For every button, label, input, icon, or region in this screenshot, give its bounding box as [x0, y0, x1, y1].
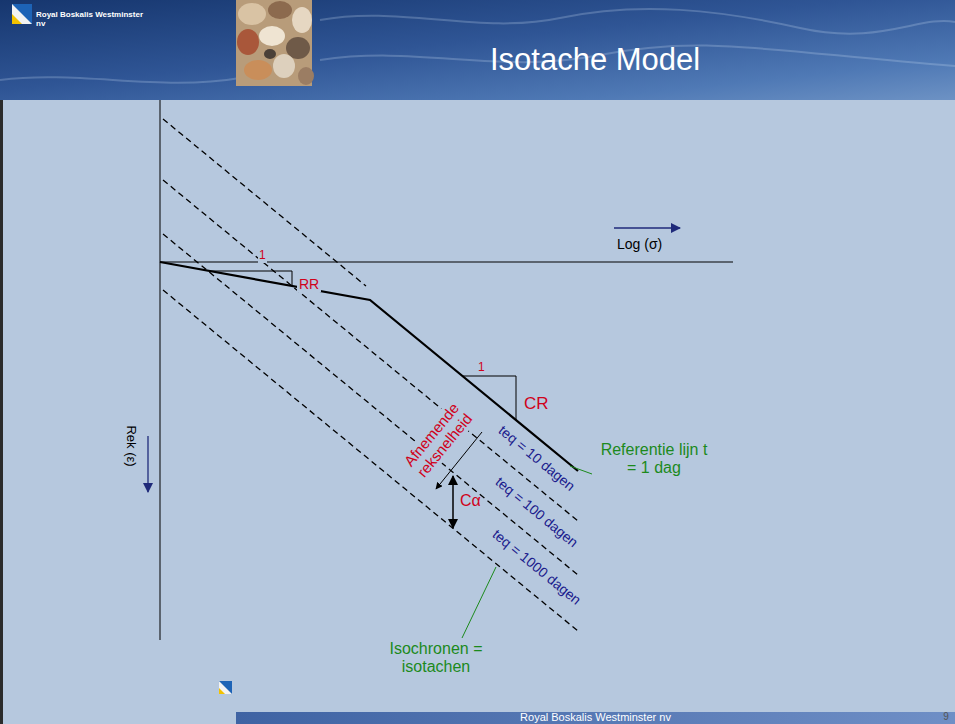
- stress-axis: [160, 262, 733, 263]
- callout-label: Referentie lijn t = 1 dag: [594, 441, 714, 478]
- wave-texture: [0, 9, 955, 83]
- slope-triangle: [210, 271, 292, 286]
- slope-unit: 1: [478, 361, 485, 375]
- slide-border: [0, 100, 3, 724]
- slope-label: RR: [297, 276, 321, 292]
- dimension-arrow: [452, 476, 454, 528]
- axis-label: Rek (ε): [124, 425, 139, 466]
- leader-line: [462, 567, 496, 638]
- parameter-label: Cα: [460, 492, 481, 510]
- slide-title: Isotache Model: [490, 42, 700, 78]
- footer-text: Royal Boskalis Westminster nv: [236, 711, 955, 724]
- slope-label: CR: [524, 394, 549, 414]
- slope-unit: 1: [258, 249, 267, 263]
- axis-direction-arrow: [614, 227, 680, 228]
- logo-icon: [12, 4, 32, 24]
- strain-axis: [160, 100, 161, 640]
- logo-text: Royal Boskalis Westminster nv: [36, 10, 146, 28]
- footer-icon: [219, 681, 232, 694]
- sand-photo: [236, 0, 314, 86]
- direction-label: Afnemende reksnelheid: [397, 396, 478, 484]
- footer-bar: [236, 712, 955, 724]
- callout-label: Isochronen = isotachen: [384, 640, 488, 677]
- axis-label: Log (σ): [617, 236, 662, 252]
- page-number: 9: [940, 711, 952, 723]
- leader-line: [570, 466, 592, 474]
- header-band: [0, 0, 955, 100]
- axis-direction-arrow: [147, 436, 148, 492]
